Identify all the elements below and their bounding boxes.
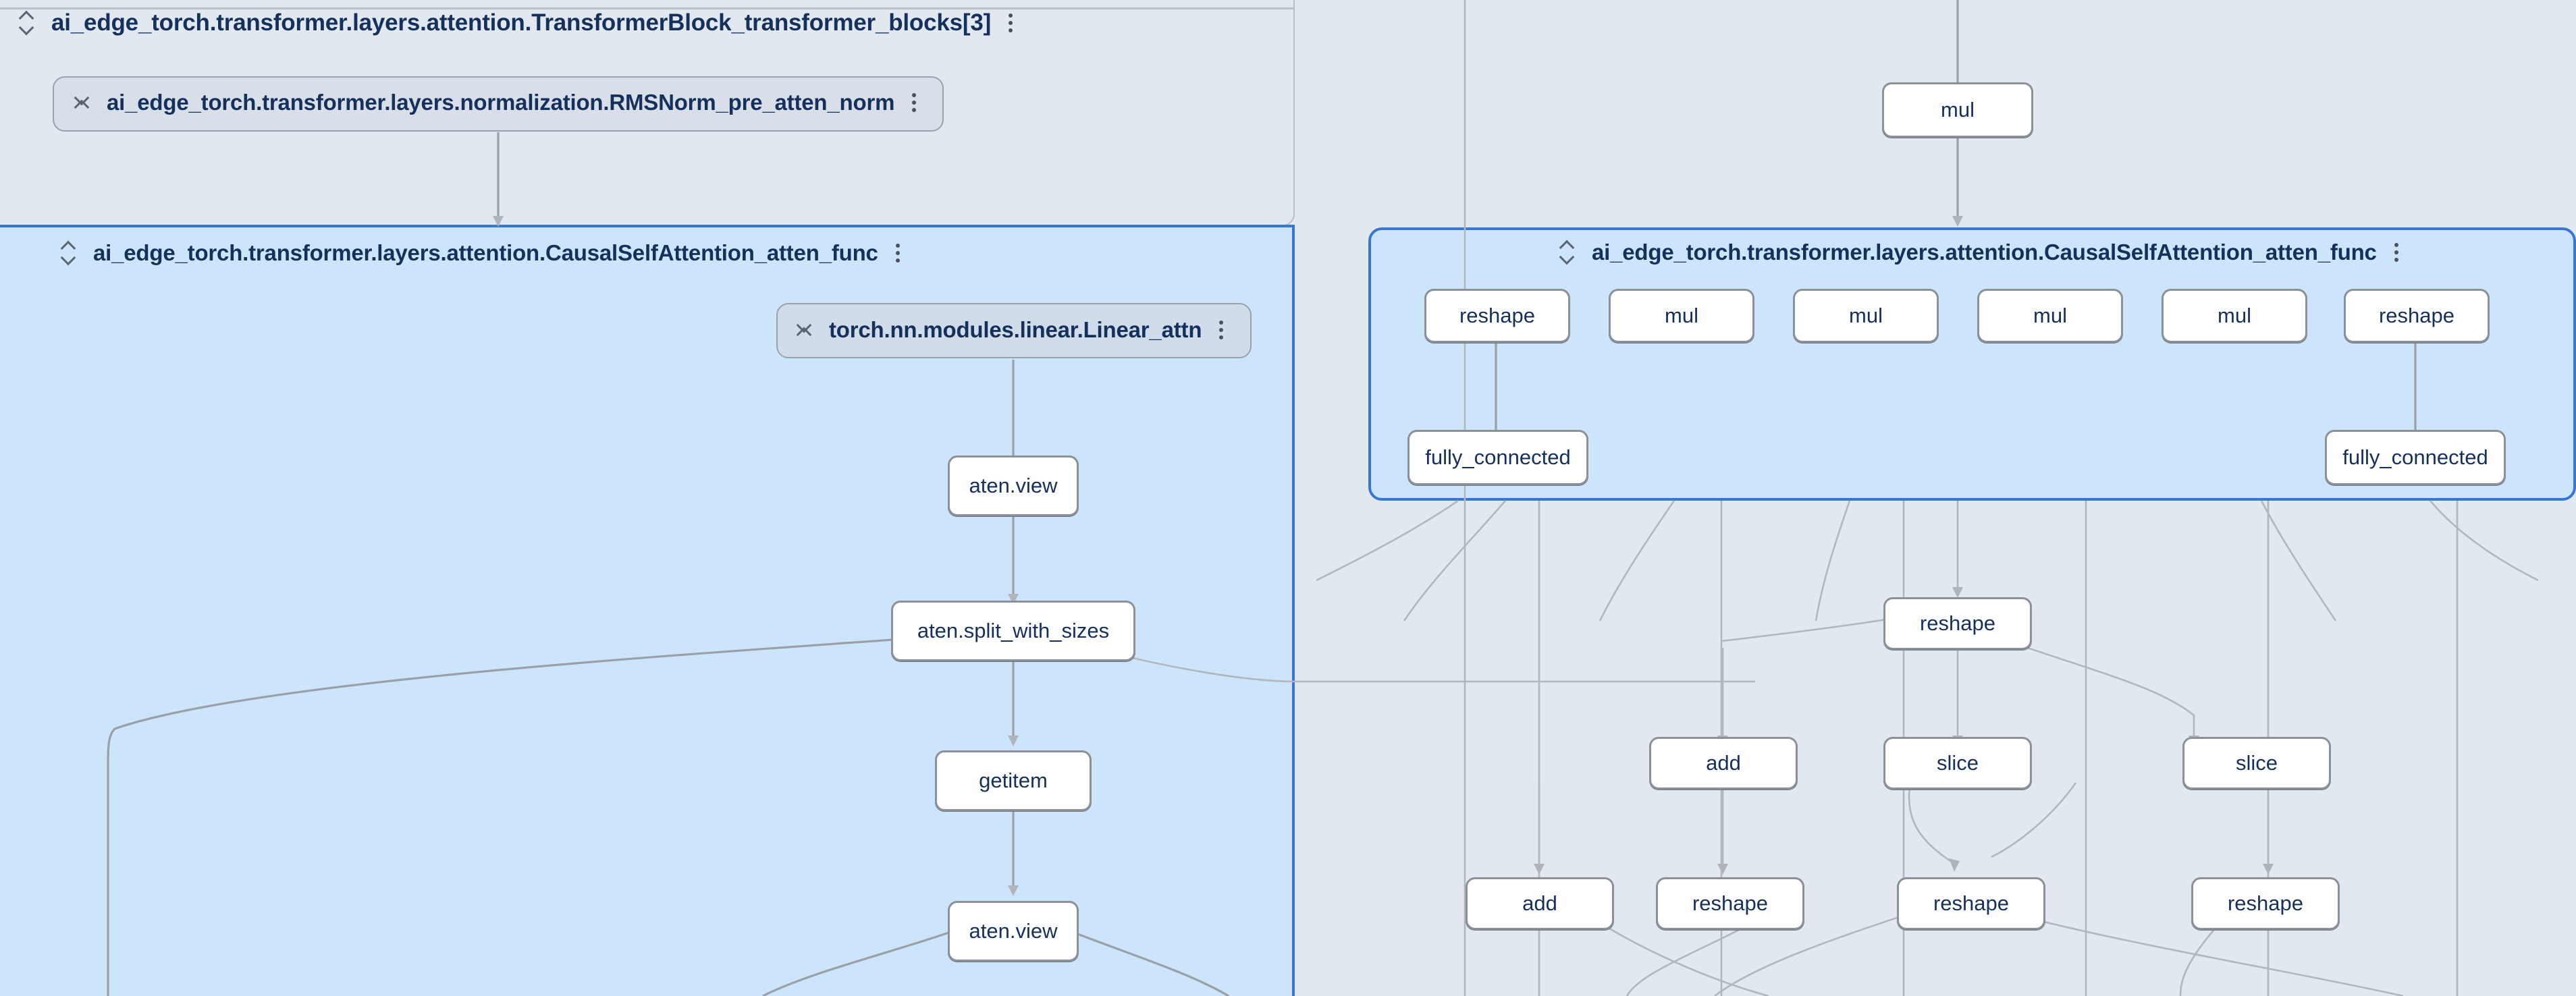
op-node-aten-view-2[interactable]: aten.view bbox=[948, 901, 1079, 962]
expand-collapse-icon[interactable] bbox=[797, 319, 811, 341]
op-node-mul-2[interactable]: mul bbox=[1793, 289, 1939, 343]
edge-left-into-reshape3 bbox=[1721, 614, 1907, 642]
group-title-transformer-block: ai_edge_torch.transformer.layers.attenti… bbox=[51, 9, 992, 36]
op-node-fully-connected-2[interactable]: fully_connected bbox=[2325, 430, 2506, 485]
op-node-slice-2[interactable]: slice bbox=[2182, 737, 2331, 790]
expand-collapse-icon[interactable] bbox=[61, 242, 76, 265]
edge-group-out-far-left bbox=[1316, 499, 1459, 582]
expand-collapse-icon[interactable] bbox=[74, 91, 89, 114]
group-title-linear-attn: torch.nn.modules.linear.Linear_attn bbox=[829, 317, 1202, 342]
group-header-causal-self-attention-left[interactable]: ai_edge_torch.transformer.layers.attenti… bbox=[61, 240, 901, 266]
op-node-reshape-4[interactable]: reshape bbox=[1656, 877, 1804, 930]
op-node-mul-4[interactable]: mul bbox=[2162, 289, 2307, 343]
op-node-aten-view-1[interactable]: aten.view bbox=[948, 455, 1079, 516]
edge-group-out-d bbox=[2260, 500, 2337, 621]
group-linear-attn[interactable] bbox=[776, 303, 1252, 358]
op-node-slice-1[interactable]: slice bbox=[1883, 737, 2032, 790]
group-header-linear-attn[interactable]: torch.nn.modules.linear.Linear_attn bbox=[797, 317, 1225, 343]
kebab-menu-icon[interactable] bbox=[912, 92, 917, 113]
group-header-causal-self-attention-right[interactable]: ai_edge_torch.transformer.layers.attenti… bbox=[1559, 240, 2400, 265]
expand-collapse-icon[interactable] bbox=[19, 11, 34, 34]
op-node-mul-top[interactable]: mul bbox=[1882, 82, 2033, 138]
op-node-getitem[interactable]: getitem bbox=[935, 750, 1092, 811]
edge-slice1-to-reshape5 bbox=[1908, 782, 1955, 865]
arrow-head bbox=[1952, 587, 1963, 598]
op-node-fully-connected-1[interactable]: fully_connected bbox=[1407, 430, 1588, 485]
arrow-head bbox=[1949, 858, 1960, 872]
op-node-mul-3[interactable]: mul bbox=[1977, 289, 2123, 343]
group-header-transformer-block[interactable]: ai_edge_torch.transformer.layers.attenti… bbox=[19, 9, 1014, 36]
edge-group-out-c bbox=[1815, 500, 1851, 621]
op-node-reshape-2[interactable]: reshape bbox=[2344, 289, 2490, 343]
op-node-reshape-1[interactable]: reshape bbox=[1424, 289, 1570, 343]
expand-collapse-icon[interactable] bbox=[1559, 241, 1574, 264]
edge-reshape3-to-slice2 bbox=[2011, 641, 2195, 736]
group-rmsnorm[interactable] bbox=[53, 76, 944, 132]
op-node-reshape-6[interactable]: reshape bbox=[2191, 877, 2340, 930]
edge-into-reshape5-b bbox=[1991, 782, 2077, 858]
op-node-add-2[interactable]: add bbox=[1466, 877, 1614, 930]
kebab-menu-icon[interactable] bbox=[895, 242, 901, 264]
kebab-menu-icon[interactable] bbox=[1219, 319, 1225, 341]
arrow-head bbox=[1534, 864, 1545, 875]
panel-top-divider bbox=[0, 7, 1295, 9]
op-node-reshape-5[interactable]: reshape bbox=[1897, 877, 2045, 930]
arrow-head bbox=[2263, 864, 2274, 875]
op-node-add-1[interactable]: add bbox=[1649, 737, 1798, 790]
kebab-menu-icon[interactable] bbox=[2394, 242, 2400, 263]
arrow-head bbox=[1952, 216, 1963, 227]
group-title-causal-self-attention-right: ai_edge_torch.transformer.layers.attenti… bbox=[1592, 240, 2377, 265]
edge-group-out-a bbox=[1403, 500, 1506, 621]
kebab-menu-icon[interactable] bbox=[1009, 12, 1014, 34]
arrow-head bbox=[1717, 864, 1728, 875]
group-header-rmsnorm[interactable]: ai_edge_torch.transformer.layers.normali… bbox=[74, 90, 917, 115]
group-title-causal-self-attention-left: ai_edge_torch.transformer.layers.attenti… bbox=[93, 240, 878, 265]
op-node-mul-1[interactable]: mul bbox=[1609, 289, 1754, 343]
op-node-aten-split-with-sizes[interactable]: aten.split_with_sizes bbox=[891, 601, 1135, 661]
op-node-reshape-3[interactable]: reshape bbox=[1883, 597, 2032, 650]
edge-group-out-b bbox=[1599, 500, 1675, 621]
group-title-rmsnorm: ai_edge_torch.transformer.layers.normali… bbox=[107, 90, 895, 115]
edge-group-out-e bbox=[2430, 500, 2539, 582]
